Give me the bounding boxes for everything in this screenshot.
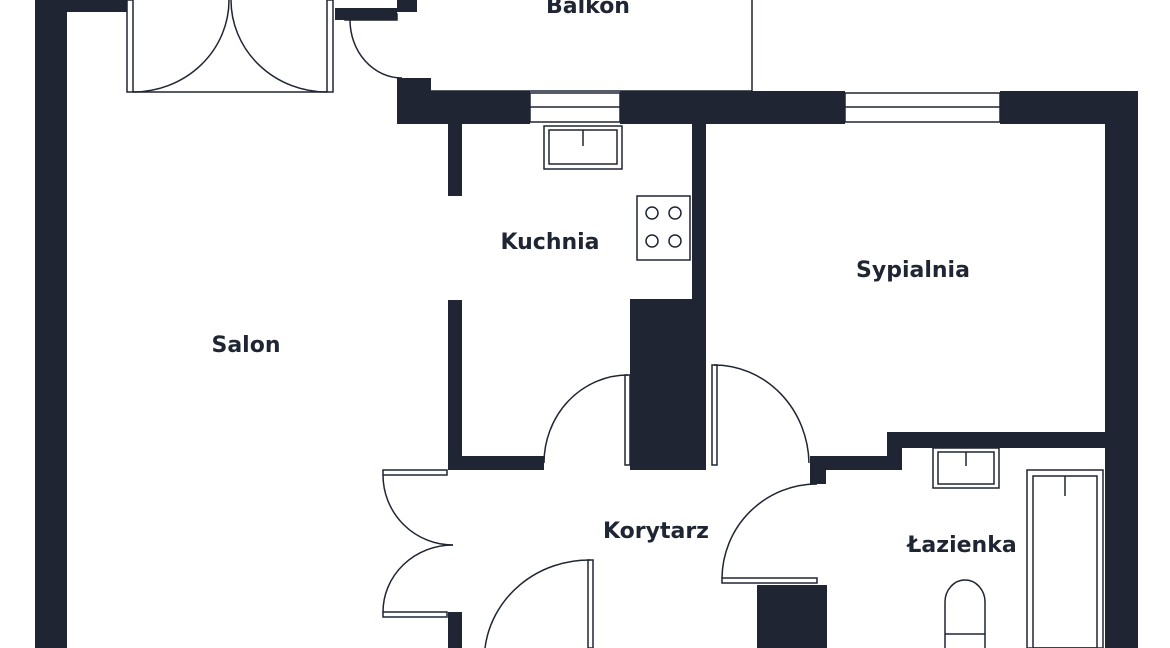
stove-burner-3: [645, 234, 659, 248]
kitchen-sink-icon: [543, 125, 623, 170]
kitchen-door-swing: [543, 374, 629, 464]
balcony: [431, 0, 753, 92]
wall-kitchen-bedroom: [692, 124, 706, 299]
salon-door-top-leaf: [382, 469, 448, 476]
stove-icon: [636, 195, 691, 261]
entrance-door-swing: [484, 559, 591, 648]
salon-balcony-door-right-swing: [230, 0, 328, 93]
wall-bathroom-door-jamb: [810, 456, 826, 484]
wall-kitchen-west-top: [448, 124, 462, 196]
wall-kitchen-west-bottom: [448, 300, 462, 470]
room-label-salon: Salon: [211, 333, 280, 358]
bathtub-icon: [1026, 469, 1104, 648]
walls: [35, 0, 1138, 648]
room-label-balkon: Balkon: [546, 0, 630, 19]
wall-bathroom-south: [757, 585, 827, 648]
fixtures: [543, 125, 1104, 648]
room-label-lazienka: Łazienka: [906, 533, 1016, 558]
wall-kitchen-south: [448, 456, 544, 470]
salon-door-bottom-swing: [382, 544, 454, 613]
stove-burner-1: [645, 206, 659, 220]
wall-bedroom-south: [810, 456, 902, 470]
room-label-sypialnia: Sypialnia: [856, 258, 970, 283]
room-label-kuchnia: Kuchnia: [500, 230, 599, 255]
stove-burner-2: [668, 206, 682, 220]
windows: [529, 92, 1001, 123]
wall-salon-west: [35, 0, 67, 648]
wall-top-stub: [397, 0, 417, 12]
salon-balcony-door-right-leaf: [326, 0, 334, 93]
toilet-icon: [944, 579, 986, 648]
wall-kitchen-north-left: [431, 91, 530, 124]
bathroom-door-swing: [721, 483, 818, 579]
salon-door-top-swing: [382, 474, 454, 546]
wall-top-left: [67, 0, 127, 12]
room-label-korytarz: Korytarz: [603, 519, 709, 544]
balcony-door-swing: [349, 19, 403, 79]
wall-north-middle: [620, 91, 845, 124]
entrance-door-leaf: [587, 559, 594, 648]
bathroom-door-leaf: [721, 577, 818, 584]
wall-bathroom-north: [887, 432, 1105, 448]
salon-balcony-door-left-leaf: [126, 0, 134, 93]
wall-pillar-kitchen: [397, 78, 431, 124]
salon-balcony-door-left-swing: [132, 0, 230, 93]
stove-burner-4: [668, 234, 682, 248]
bedroom-door-swing: [713, 364, 810, 464]
balcony-door-leaf: [344, 13, 398, 21]
doors: [126, 0, 818, 648]
wall-bathroom-step: [887, 432, 902, 470]
salon-door-bottom-leaf: [382, 611, 448, 618]
wall-central-block: [630, 299, 706, 470]
bathroom-sink-icon: [932, 447, 1000, 489]
wall-east: [1105, 91, 1138, 648]
wall-corridor-west-stub: [448, 612, 462, 648]
